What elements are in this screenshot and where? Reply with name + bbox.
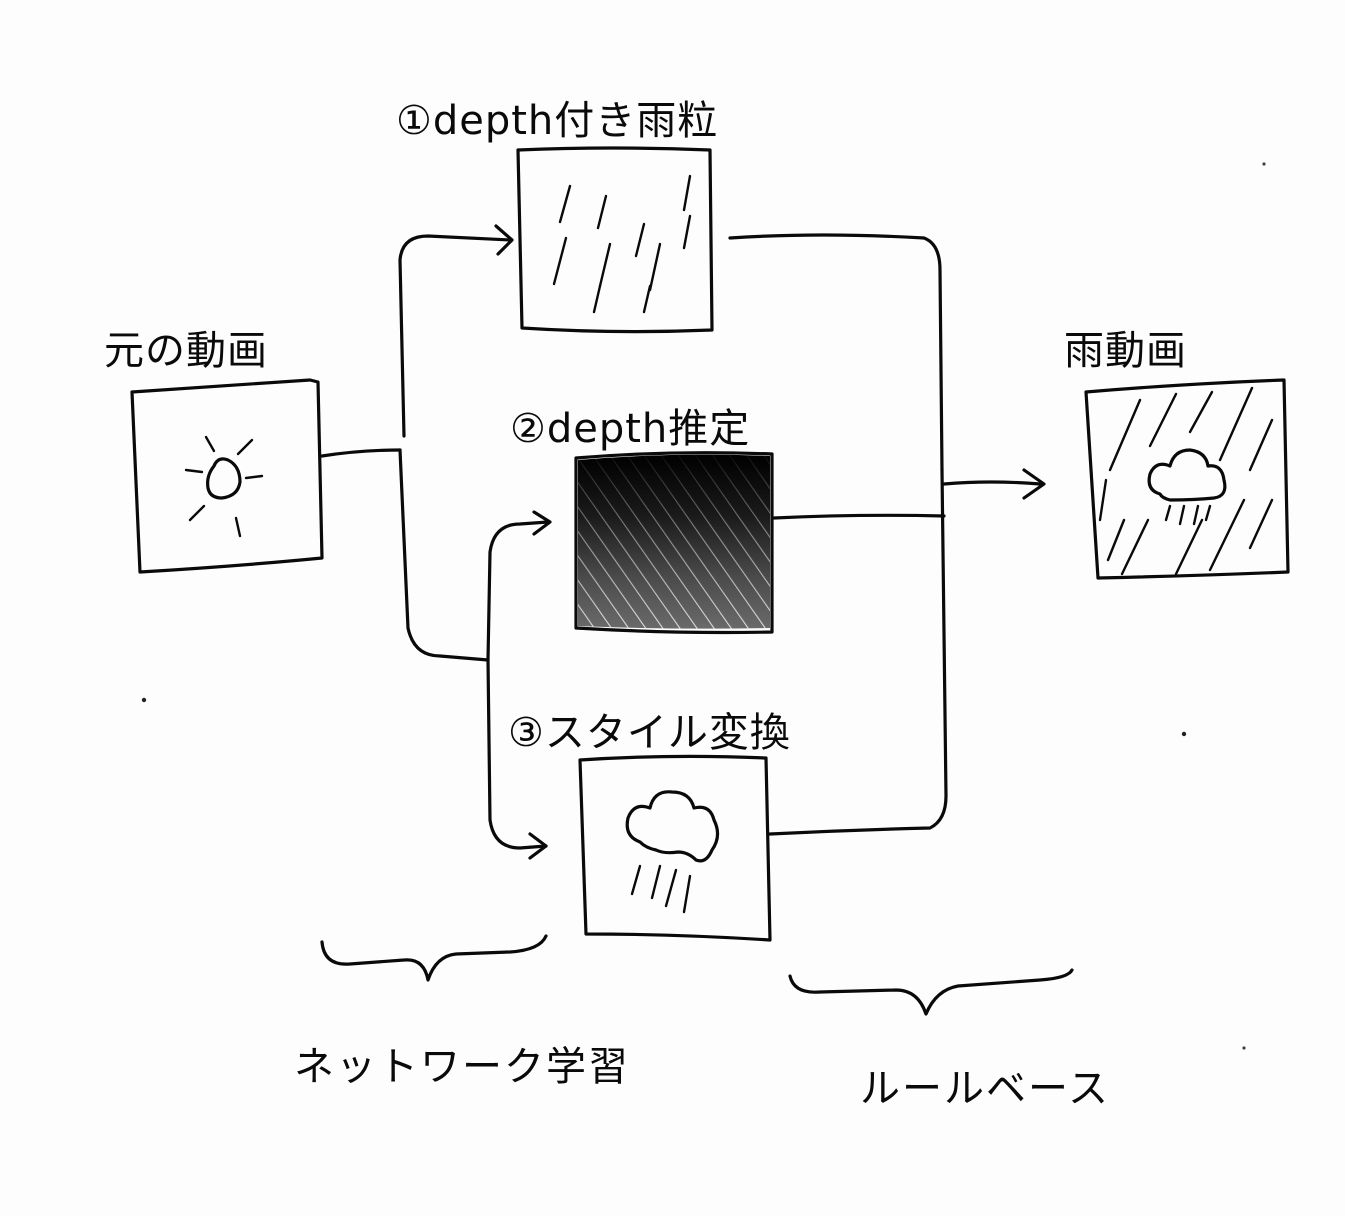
rain-drops-label: ①depth付き雨粒 [396,98,719,144]
ink-dot [1242,1046,1246,1050]
trunk-lower-line [398,448,490,662]
source-video-node [130,378,324,574]
network-group-label: ネットワーク学習 [294,1044,630,1090]
network-brace [320,934,548,982]
source-to-trunk-line [320,448,402,458]
box1-to-merge-line [728,233,944,472]
sun-icon [184,435,264,538]
output-arrowhead [1022,468,1046,500]
style-transfer-node [578,754,772,942]
trunk-to-box1-line [398,234,512,438]
depth-estimation-frame [574,451,774,635]
box2-arrowhead [532,510,552,536]
rain-streaks-icon [552,174,692,314]
branch-to-box3-line [486,658,548,850]
depth-estimation-node [574,451,774,635]
rule-based-group-label: ルールベース [860,1066,1110,1112]
ink-dot [1181,731,1187,737]
output-rain-cloud-icon [1147,448,1227,526]
output-rain-streaks [1098,386,1274,576]
source-video-label: 元の動画 [104,328,268,374]
output-connectors [728,233,1046,836]
rule-based-brace [788,968,1074,1016]
ink-dot [141,697,147,703]
rain-cloud-icon [625,790,720,914]
box1-arrowhead [494,224,514,256]
style-transfer-label: ③スタイル変換 [508,710,791,756]
input-connectors [320,224,552,860]
style-transfer-frame [578,754,772,942]
branch-vertical-line [486,520,550,662]
depth-estimation-label: ②depth推定 [510,406,751,452]
rain-drops-node [516,146,714,334]
output-video-frame [1084,378,1290,580]
ink-dot [1262,162,1266,166]
box2-to-merge-line [772,513,946,520]
rain-drops-frame [516,146,714,334]
box3-to-merge-line [768,468,948,836]
box3-arrowhead [528,832,548,860]
merge-to-output-line [942,480,1042,486]
output-video-label: 雨動画 [1064,328,1187,374]
source-video-frame [130,378,324,574]
output-video-node [1084,378,1290,580]
